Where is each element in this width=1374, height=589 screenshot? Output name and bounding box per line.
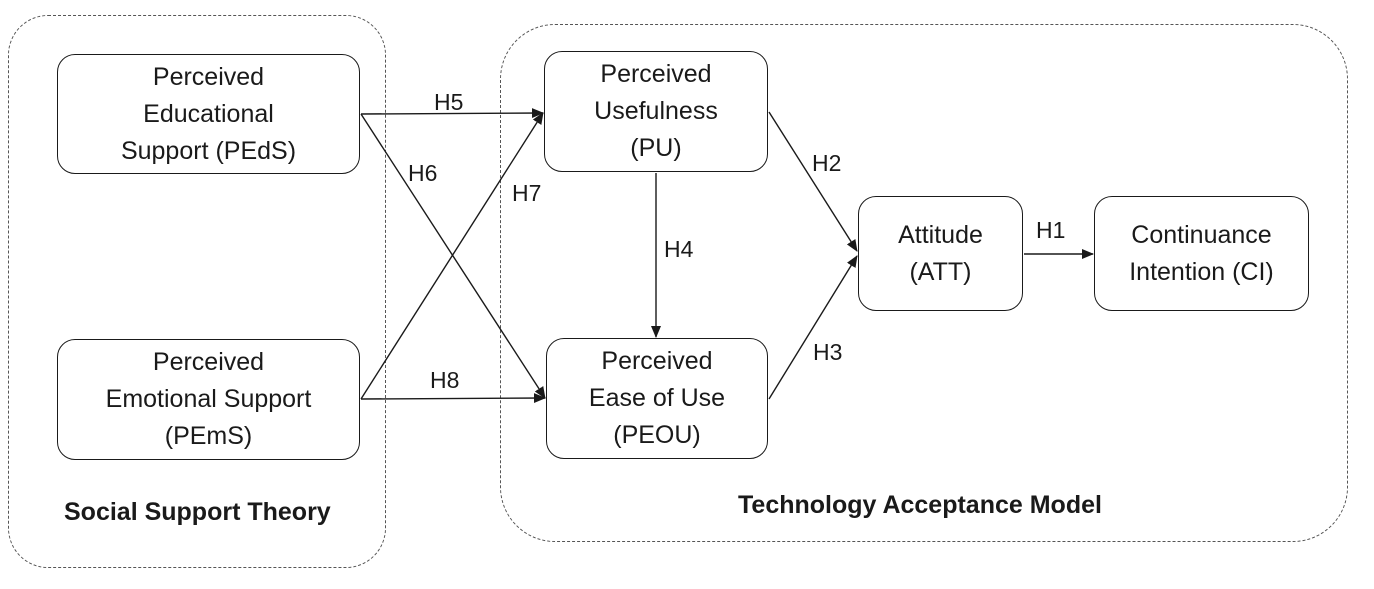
arrow-h6-peds-to-peou <box>360 113 546 399</box>
arrow-h3-peou-to-att <box>768 255 858 400</box>
node-label: Perceived Ease of Use (PEOU) <box>588 347 726 449</box>
node-perceived-ease-of-use: Perceived Ease of Use (PEOU) <box>546 338 768 459</box>
arrow-h8-pems-to-peou <box>360 393 546 404</box>
arrow-h7-pems-to-pu <box>360 112 544 400</box>
node-label: Perceived Usefulness (PU) <box>594 60 718 162</box>
node-label: Perceived Educational Support (PEdS) <box>120 62 297 165</box>
social-support-theory-label: Social Support Theory <box>64 498 331 526</box>
hypothesis-label-h6: H6 <box>408 160 438 186</box>
node-perceived-usefulness: Perceived Usefulness (PU) <box>544 51 768 172</box>
node-perceived-emotional-support: Perceived Emotional Support (PEmS) <box>57 339 360 460</box>
arrow-h5-peds-to-pu <box>360 108 544 119</box>
hypothesis-label-h3: H3 <box>813 339 843 365</box>
node-label: Perceived Emotional Support (PEmS) <box>105 348 312 450</box>
hypothesis-label-h5: H5 <box>434 89 464 115</box>
social-support-theory-group <box>8 15 386 568</box>
node-perceived-educational-support: Perceived Educational Support (PEdS) <box>57 54 360 174</box>
arrow-h2-pu-to-att <box>768 111 858 252</box>
hypothesis-label-h7: H7 <box>512 180 542 206</box>
hypothesis-label-h8: H8 <box>430 367 460 393</box>
hypothesis-label-h2: H2 <box>812 150 842 176</box>
hypothesis-label-h1: H1 <box>1036 217 1066 243</box>
node-label: Attitude (ATT) <box>898 220 983 286</box>
node-attitude: Attitude (ATT) <box>858 196 1023 311</box>
technology-acceptance-model-group <box>500 24 1348 542</box>
node-label: Continuance Intention (CI) <box>1129 220 1274 286</box>
technology-acceptance-model-label: Technology Acceptance Model <box>738 491 1102 519</box>
hypothesis-label-h4: H4 <box>664 236 694 262</box>
node-continuance-intention: Continuance Intention (CI) <box>1094 196 1309 311</box>
